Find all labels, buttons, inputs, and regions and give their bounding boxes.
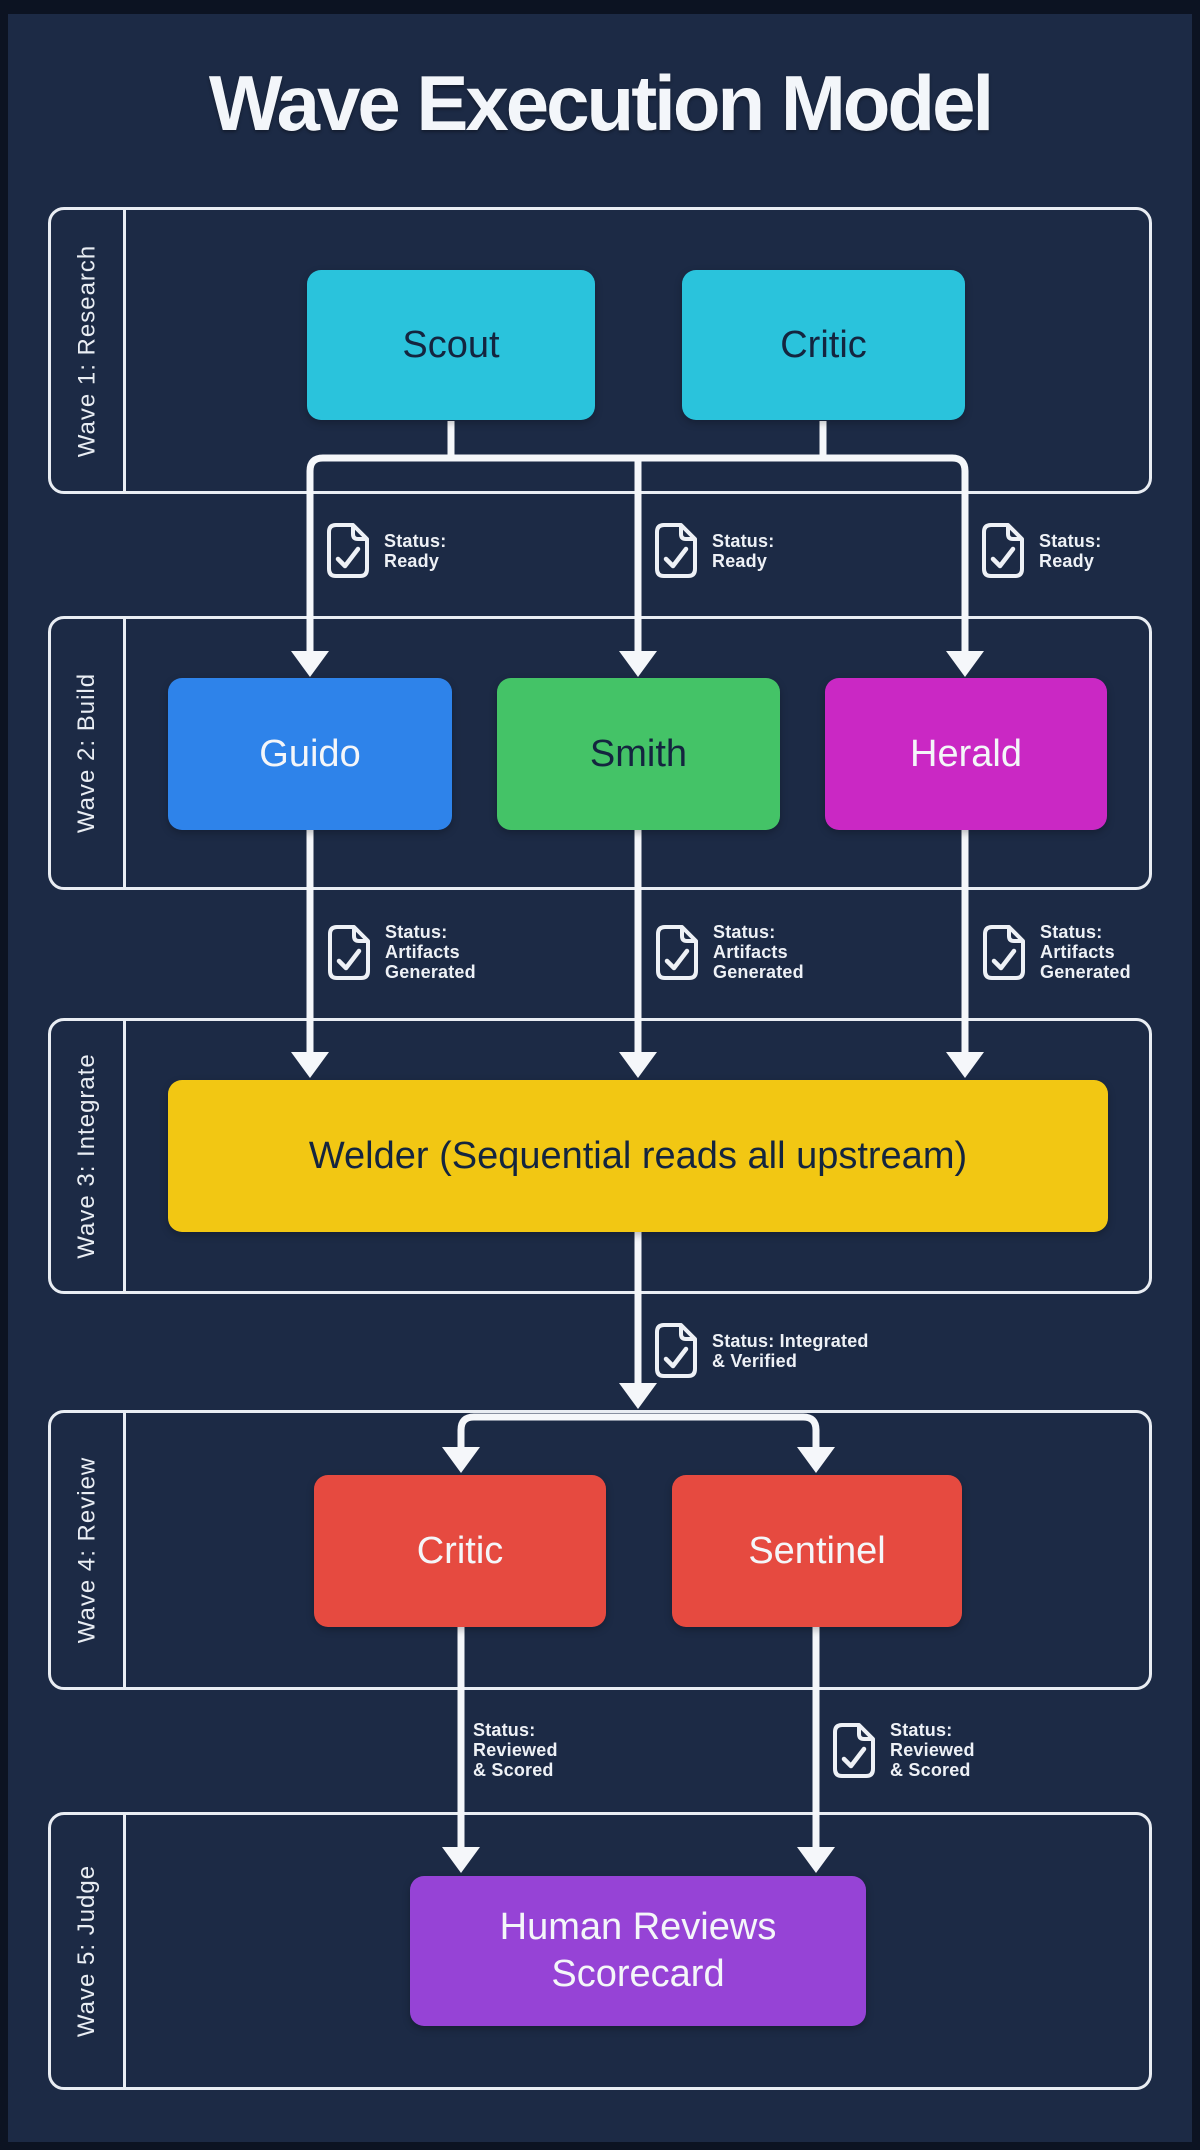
- status-badge-ready-2: Status:Ready: [653, 522, 774, 579]
- file-check-icon: [983, 924, 1025, 980]
- file-check-icon: [656, 924, 698, 980]
- node-label: Herald: [910, 732, 1022, 775]
- node-smith: Smith: [497, 678, 780, 830]
- file-check-icon: [328, 924, 370, 980]
- status-badge-integrated: Status: Integrated& Verified: [653, 1322, 869, 1379]
- wave-1-label-column: Wave 1: Research: [51, 210, 126, 491]
- status-badge-ready-1: Status:Ready: [325, 522, 446, 579]
- wave-2-label-column: Wave 2: Build: [51, 619, 126, 887]
- status-text: Status:Reviewed& Scored: [890, 1720, 975, 1780]
- node-label: Sentinel: [748, 1529, 886, 1572]
- wave-3-label: Wave 3: Integrate: [73, 1053, 101, 1259]
- wave-5-label-column: Wave 5: Judge: [51, 1815, 126, 2087]
- node-scout: Scout: [307, 270, 595, 420]
- node-label: Critic: [780, 323, 867, 366]
- wave-1-container: Wave 1: Research: [48, 207, 1152, 494]
- wave-2-label: Wave 2: Build: [73, 672, 100, 834]
- wave-5-label: Wave 5: Judge: [73, 1864, 101, 2038]
- file-check-icon: [655, 1323, 697, 1378]
- node-welder: Welder (Sequential reads all upstream): [168, 1080, 1108, 1232]
- node-sentinel: Sentinel: [672, 1475, 962, 1627]
- page-title: Wave Execution Model: [208, 59, 994, 147]
- node-critic-wave4: Critic: [314, 1475, 606, 1627]
- wave-4-label-column: Wave 4: Review: [51, 1413, 126, 1687]
- status-badge-reviewed-2: Status:Reviewed& Scored: [831, 1720, 975, 1780]
- wave-3-label-column: Wave 3: Integrate: [51, 1021, 126, 1291]
- status-text: Status:Ready: [384, 530, 447, 571]
- file-check-icon: [982, 523, 1024, 578]
- status-text: Status:Reviewed& Scored: [473, 1720, 558, 1780]
- node-label: Guido: [259, 732, 361, 775]
- node-label: Human Reviews Scorecard: [499, 1905, 777, 1996]
- file-check-icon: [833, 1722, 875, 1778]
- file-check-icon: [327, 523, 369, 578]
- node-label: Critic: [416, 1529, 504, 1572]
- node-critic-wave1: Critic: [682, 270, 965, 420]
- node-herald: Herald: [825, 678, 1107, 830]
- node-label: Welder (Sequential reads all upstream): [308, 1134, 968, 1177]
- node-human-reviews-scorecard: Human Reviews Scorecard: [410, 1876, 866, 2026]
- status-badge-ready-3: Status:Ready: [980, 522, 1101, 579]
- status-text: Status:Ready: [712, 530, 775, 571]
- file-check-icon: [655, 523, 697, 578]
- node-label: Scout: [402, 323, 500, 366]
- status-text: Status:Ready: [1039, 530, 1102, 571]
- status-text: Status: Integrated& Verified: [712, 1330, 869, 1371]
- node-label: Smith: [589, 732, 688, 775]
- node-guido: Guido: [168, 678, 452, 830]
- wave-4-label: Wave 4: Review: [73, 1456, 100, 1644]
- wave-1-label: Wave 1: Research: [73, 244, 100, 457]
- status-badge-reviewed-1: Status:Reviewed& Scored: [473, 1720, 558, 1780]
